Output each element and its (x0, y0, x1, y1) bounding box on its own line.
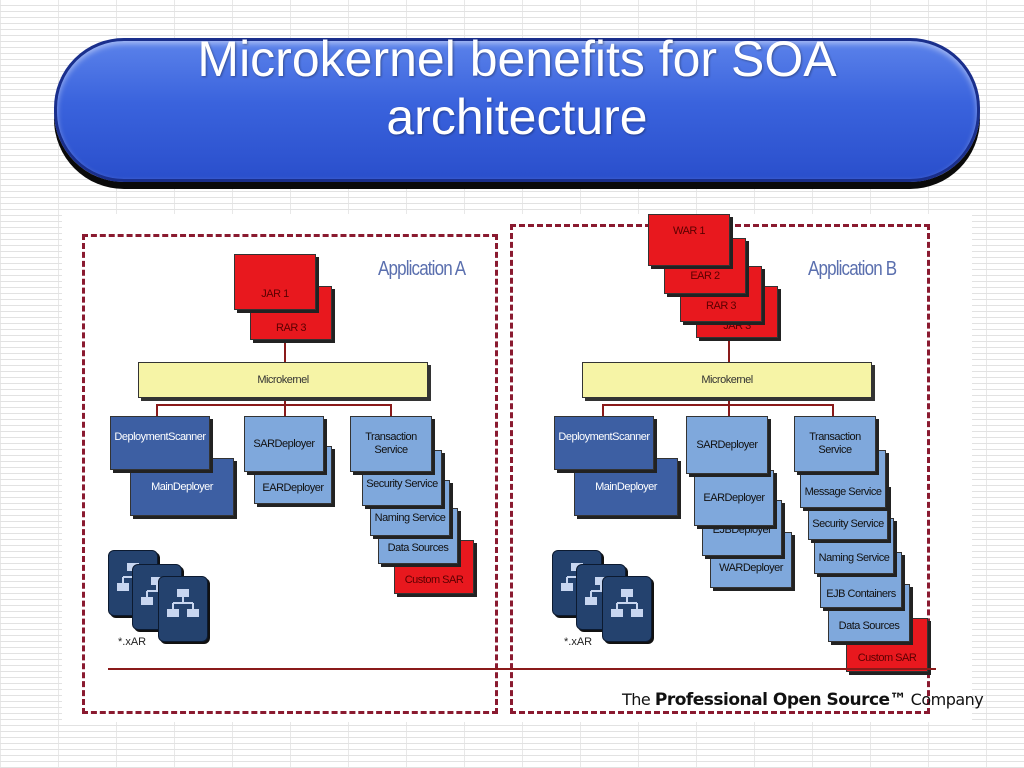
slide-title: Microkernel benefits for SOA architectur… (54, 30, 980, 146)
app-a-deployable-jar: JAR 1 (234, 254, 316, 310)
xar-archive-icon (158, 576, 208, 642)
app-b-ear-deployer: EARDeployer (694, 470, 774, 526)
connector-a-bus (156, 404, 392, 406)
app-b-sar-deployer: SARDeployer (686, 416, 768, 474)
connector-a-deployables (284, 338, 286, 364)
app-b-microkernel: Microkernel (582, 362, 872, 398)
app-b-label: Application B (808, 258, 897, 280)
connector-a-left (156, 404, 158, 416)
title-bar (54, 38, 980, 182)
bottom-rule (108, 668, 936, 670)
app-a-label: Application A (378, 258, 466, 280)
connector-b-left (602, 404, 604, 416)
connector-a-right (390, 404, 392, 416)
app-a-border (82, 234, 498, 714)
connector-b-right (832, 404, 834, 416)
app-a-transaction-service: Transaction Service (350, 416, 432, 472)
xar-archive-icon (602, 576, 652, 642)
app-b-xar-label: *.xAR (564, 636, 593, 648)
tagline-main: Professional Open Source™ (654, 690, 907, 710)
tagline-the: The (622, 690, 651, 709)
company-tagline: The Professional Open Source™ Company (622, 690, 984, 710)
app-a-deployment-scanner: DeploymentScanner (110, 416, 210, 470)
app-b-deployment-scanner: DeploymentScanner (554, 416, 654, 470)
connector-b-kernel (728, 398, 730, 406)
app-a-microkernel: Microkernel (138, 362, 428, 398)
app-a-sar-deployer: SARDeployer (244, 416, 324, 472)
app-b-deployable-war: WAR 1 (648, 214, 730, 266)
connector-b-bus (602, 404, 834, 406)
app-a-xar-label: *.xAR (118, 636, 147, 648)
title-line-1: Microkernel benefits for SOA (197, 31, 837, 87)
title-line-2: architecture (386, 89, 648, 145)
tagline-company: Company (910, 690, 984, 709)
connector-a-mid (284, 404, 286, 416)
connector-a-kernel (284, 398, 286, 406)
app-b-transaction-service: Transaction Service (794, 416, 876, 472)
connector-b-deployables (728, 336, 730, 364)
connector-b-mid (728, 404, 730, 416)
